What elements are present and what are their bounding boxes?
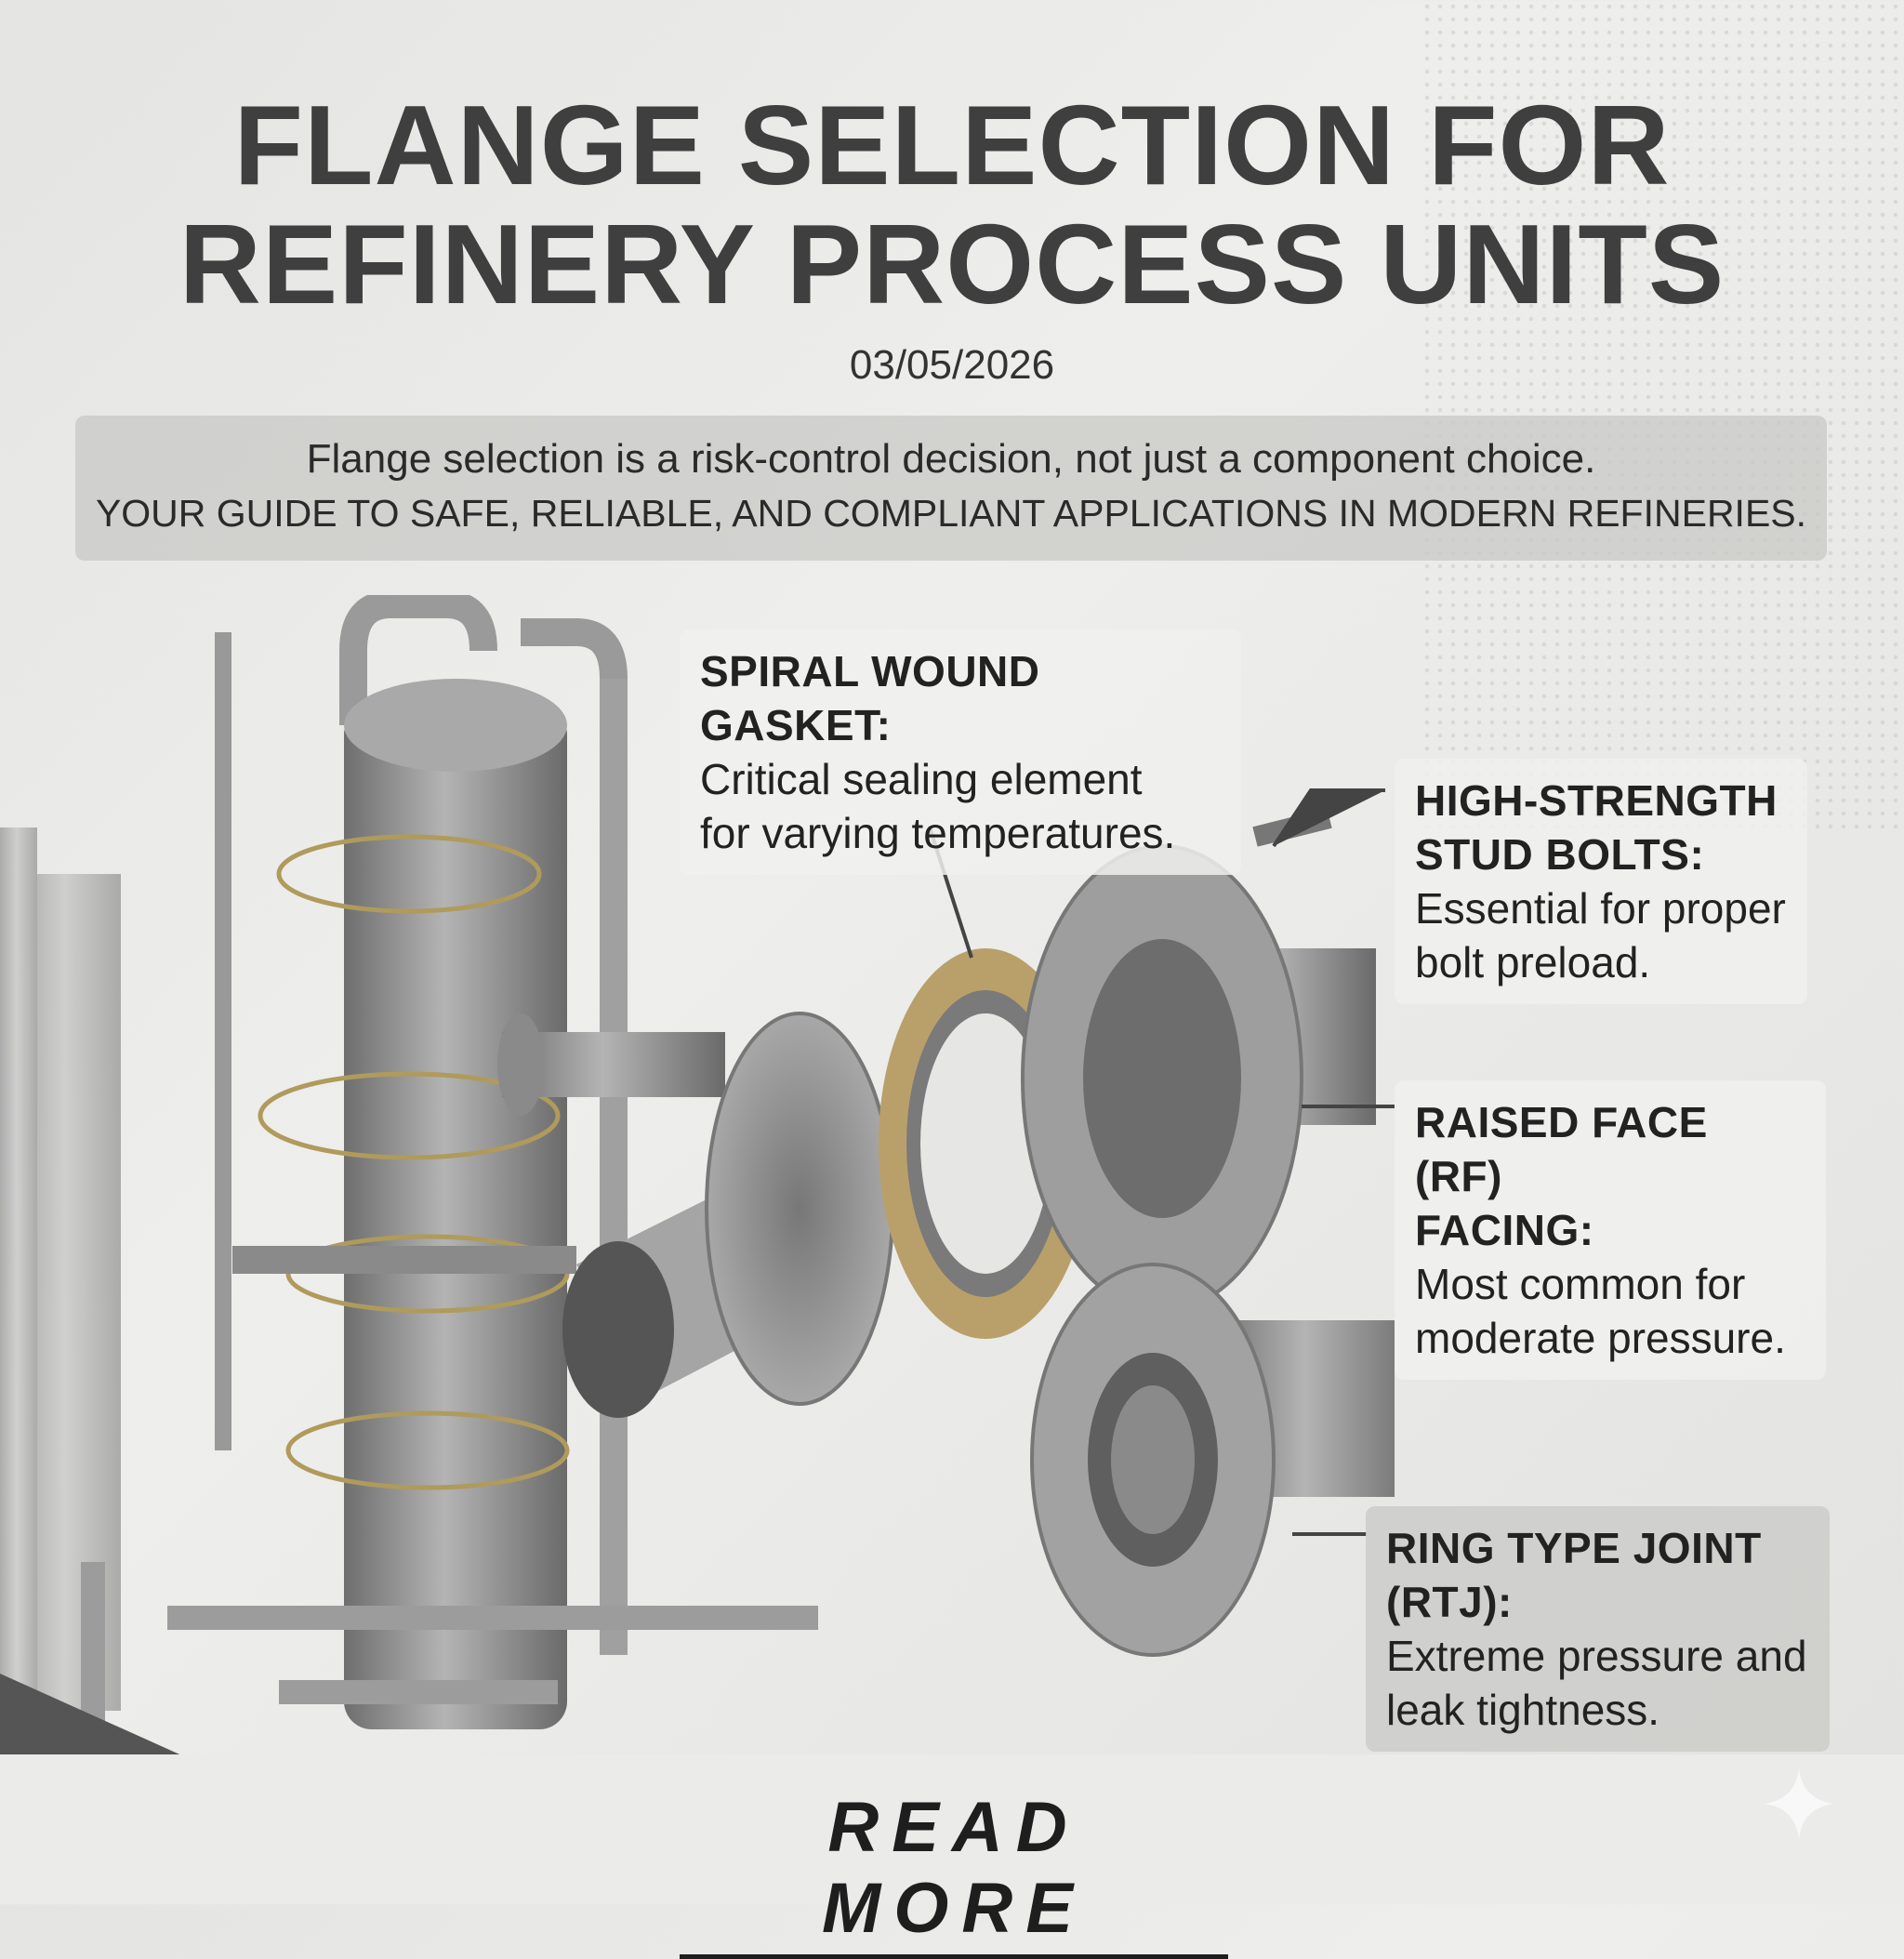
subtitle-box: Flange selection is a risk-control decis… xyxy=(75,416,1827,561)
callout-text: bolt preload. xyxy=(1415,938,1651,986)
callout-title: FACING: xyxy=(1415,1206,1594,1254)
refinery-flange-illustration xyxy=(0,595,1395,1757)
callout-text: Most common for xyxy=(1415,1260,1746,1308)
callout-raised-face: RAISED FACE (RF) FACING: Most common for… xyxy=(1395,1080,1826,1380)
callout-stud-bolts: HIGH-STRENGTH STUD BOLTS: Essential for … xyxy=(1395,759,1807,1004)
callout-text: Extreme pressure and xyxy=(1386,1632,1807,1680)
distillation-column xyxy=(0,595,818,1757)
callout-title: STUD BOLTS: xyxy=(1415,830,1705,879)
read-more-link[interactable]: READ MORE xyxy=(680,1787,1228,1959)
footer-band xyxy=(0,1754,1904,1904)
raised-face-flange xyxy=(1021,808,1376,1313)
callout-text: for varying temperatures. xyxy=(700,809,1176,857)
page-title: FLANGE SELECTION FOR REFINERY PROCESS UN… xyxy=(0,86,1904,324)
callout-ring-type-joint: RING TYPE JOINT (RTJ): Extreme pressure … xyxy=(1366,1506,1830,1752)
callout-title: HIGH-STRENGTH xyxy=(1415,776,1778,825)
date: 03/05/2026 xyxy=(849,342,1055,388)
callout-title: RAISED FACE (RF) xyxy=(1415,1098,1708,1200)
pipe-with-weld-neck-flange xyxy=(497,1012,894,1418)
callout-text: Critical sealing element xyxy=(700,755,1143,803)
callout-text: Essential for proper xyxy=(1415,884,1786,933)
subtitle-line-1: Flange selection is a risk-control decis… xyxy=(306,436,1596,482)
callout-spiral-wound-gasket: SPIRAL WOUND GASKET: Critical sealing el… xyxy=(680,629,1241,875)
callout-text: leak tightness. xyxy=(1386,1686,1660,1734)
subtitle-line-2: YOUR GUIDE TO SAFE, RELIABLE, AND COMPLI… xyxy=(95,492,1807,535)
callout-title: RING TYPE JOINT (RTJ): xyxy=(1386,1524,1762,1626)
rtj-flange xyxy=(1030,1263,1395,1657)
title-line-1: FLANGE SELECTION FOR xyxy=(233,82,1671,208)
callout-arrows xyxy=(928,788,1395,1536)
title-line-2: REFINERY PROCESS UNITS xyxy=(178,201,1726,327)
sparkle-icon xyxy=(1764,1768,1834,1839)
callout-text: moderate pressure. xyxy=(1415,1314,1786,1362)
callout-title: SPIRAL WOUND GASKET: xyxy=(700,647,1040,749)
